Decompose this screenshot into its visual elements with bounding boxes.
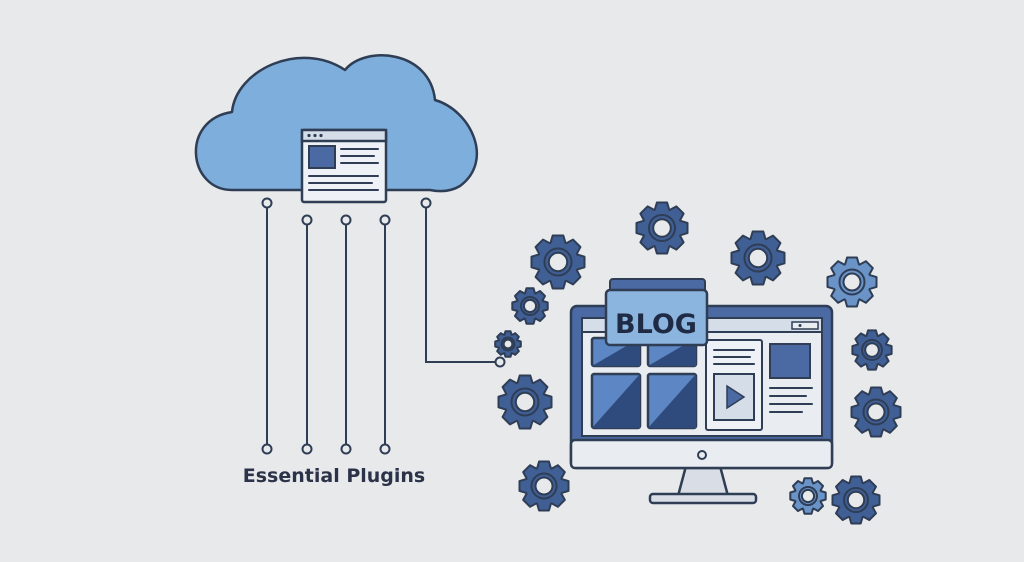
gear-icon [850, 386, 902, 438]
gear-icon [831, 475, 881, 525]
caption-label: Essential Plugins [243, 465, 425, 487]
gears-group [494, 201, 902, 525]
gear-icon [530, 234, 586, 290]
blog-label: BLOG [615, 309, 697, 340]
browser-window-icon [300, 128, 388, 204]
gear-icon [730, 230, 786, 286]
gear-icon [826, 256, 878, 308]
play-icon [713, 373, 755, 421]
gear-icon [851, 329, 893, 371]
connector-lines [261, 197, 506, 455]
gear-icon [494, 330, 522, 358]
gear-icon [497, 374, 553, 430]
gear-icon [789, 477, 827, 515]
gear-icon [511, 287, 549, 325]
blog-badge: BLOG [604, 278, 709, 347]
cloud-icon [194, 54, 479, 193]
gear-icon [518, 460, 570, 512]
gear-icon [635, 201, 689, 255]
